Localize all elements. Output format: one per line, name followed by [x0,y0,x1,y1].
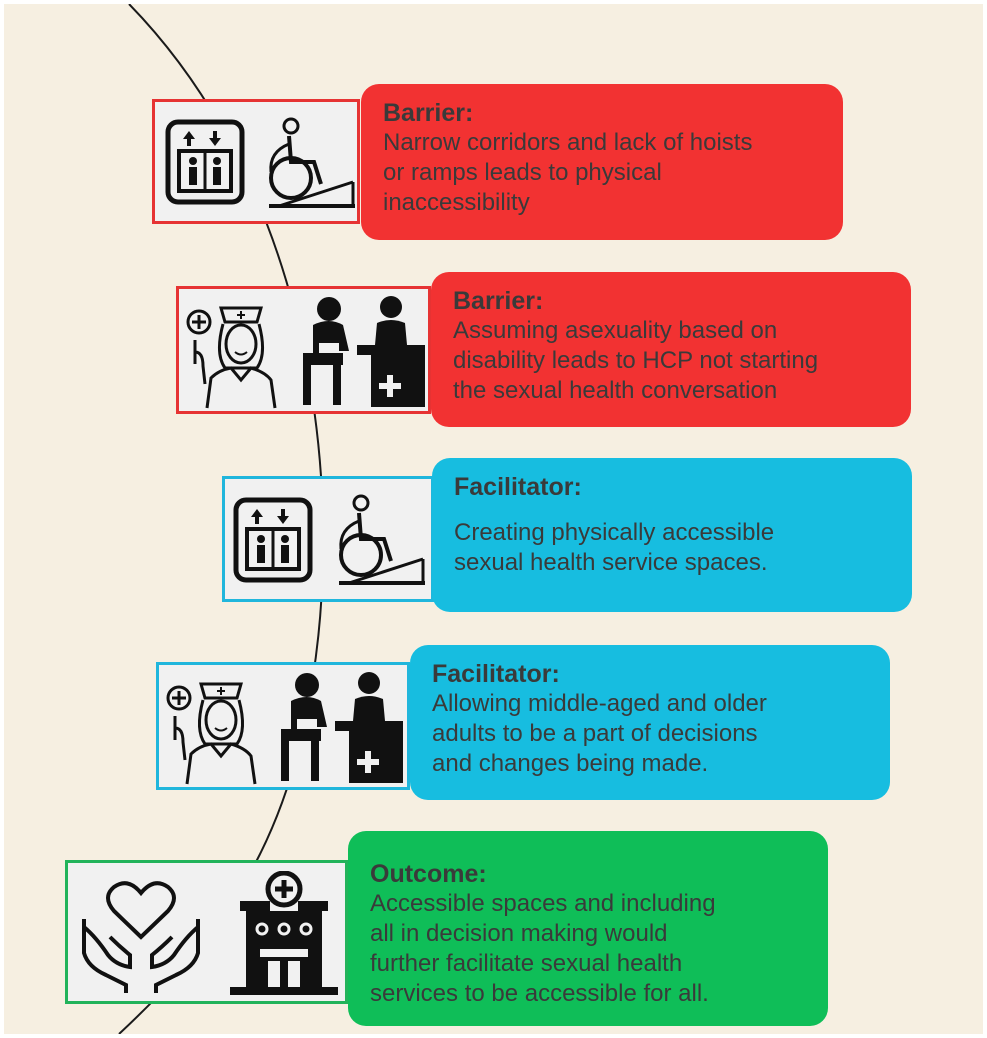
hospital-building-icon [230,871,338,995]
icon-box-1 [152,99,360,224]
outcome-card: Outcome: Accessible spaces and including… [348,831,828,1026]
card-title: Facilitator: [454,473,582,501]
elevator-icon [233,497,313,583]
elevator-icon [165,119,245,205]
card-text: Accessible spaces and including all in d… [370,890,716,1007]
healthcare-consultation-icon [303,296,425,407]
diagram-canvas: Barrier: Narrow corridors and lack of ho… [4,4,983,1034]
card-text: Narrow corridors and lack of hoists or r… [383,129,753,216]
barrier-card-1: Barrier: Narrow corridors and lack of ho… [361,84,843,240]
card-text: Creating physically accessible sexual he… [454,519,775,576]
icon-box-2 [176,286,431,414]
icon-box-5 [65,860,348,1004]
facilitator-card-1: Facilitator: Creating physically accessi… [432,458,912,612]
nurse-icon [186,306,277,409]
barrier-card-2: Barrier: Assuming asexuality based on di… [431,272,911,427]
card-title: Barrier: [453,287,544,315]
wheelchair-ramp-icon [339,494,425,585]
facilitator-card-2: Facilitator: Allowing middle-aged and ol… [410,645,890,800]
card-title: Outcome: [370,860,487,888]
healthcare-consultation-icon [281,672,403,783]
card-text: Assuming asexuality based on disability … [453,317,819,404]
heart-hands-icon [82,881,200,993]
wheelchair-ramp-icon [269,117,355,208]
icon-box-4 [156,662,410,790]
card-title: Barrier: [383,99,474,127]
card-text: Allowing middle-aged and older adults to… [432,690,767,777]
nurse-icon [166,682,257,785]
card-title: Facilitator: [432,660,560,688]
icon-box-3 [222,476,434,602]
